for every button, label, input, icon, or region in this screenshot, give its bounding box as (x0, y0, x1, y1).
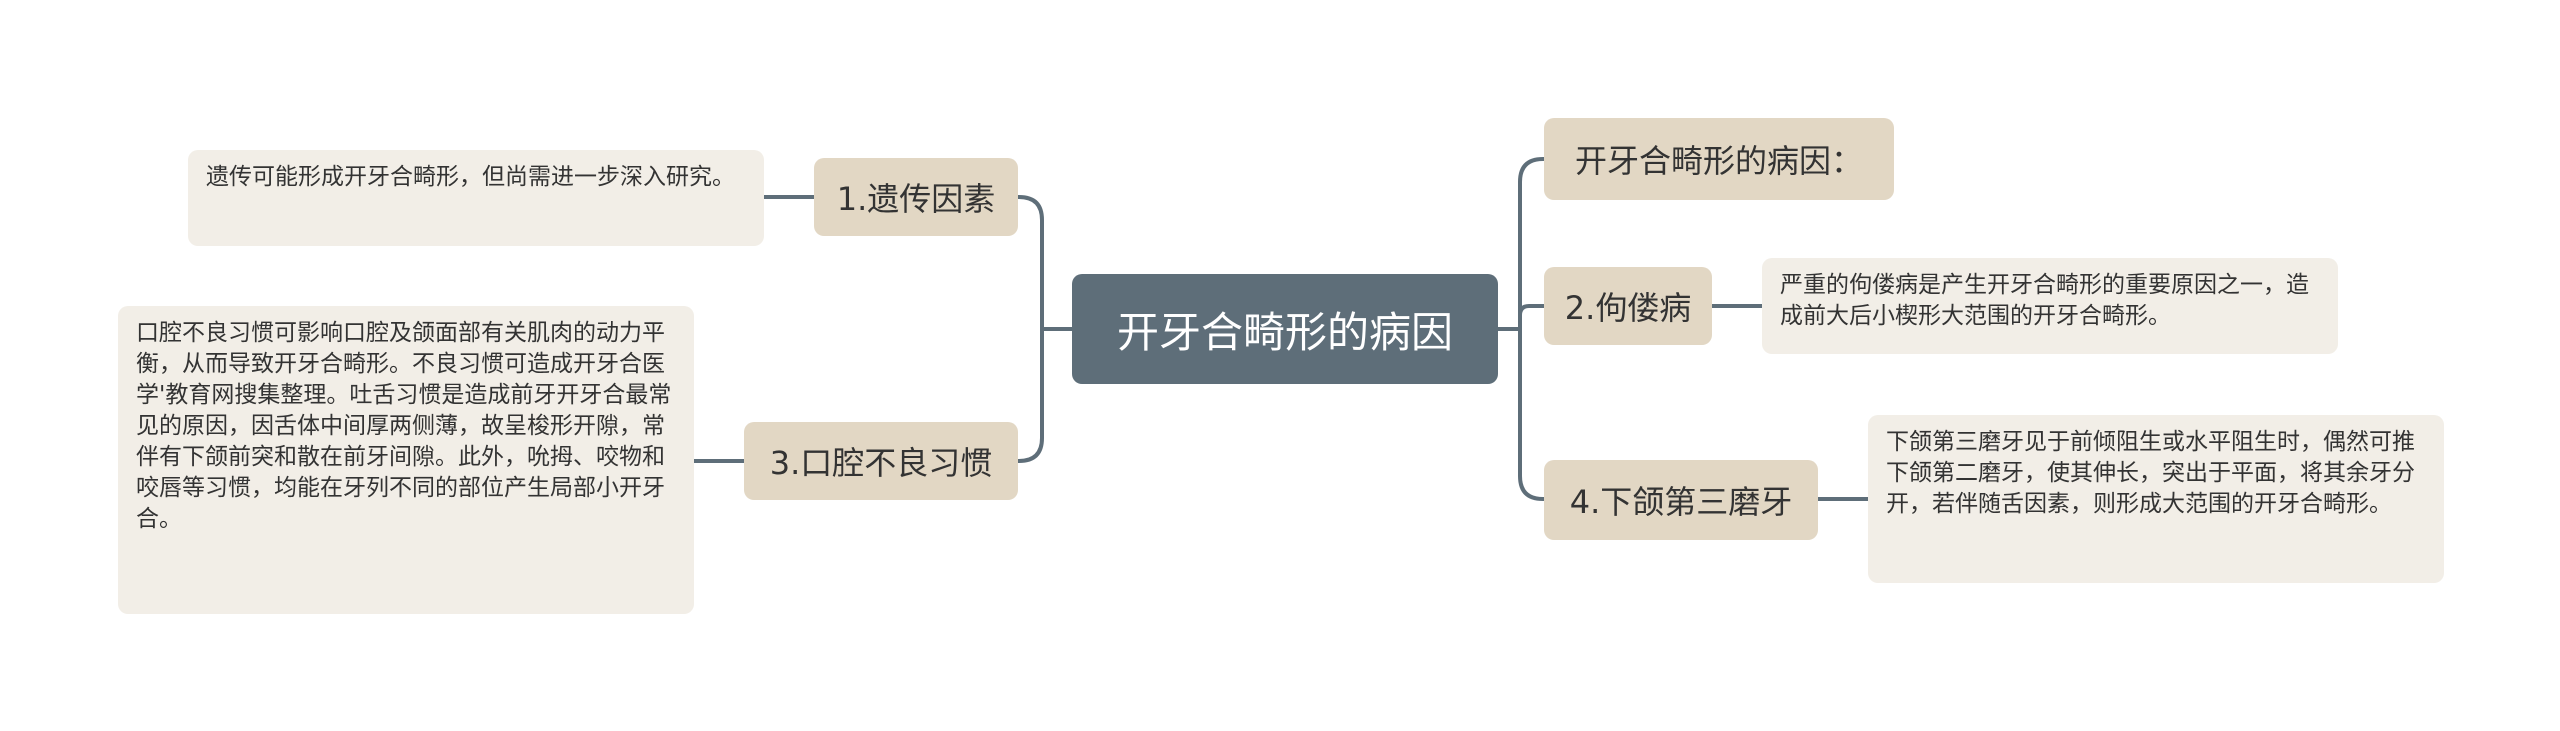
branch-third-molar[interactable]: 4.下颌第三磨牙 (1544, 460, 1818, 540)
branch-oral-habit[interactable]: 3.口腔不良习惯 (744, 422, 1018, 500)
branch-rickets[interactable]: 2.佝偻病 (1544, 267, 1712, 345)
connector-root-to-rickets (1496, 304, 1546, 331)
detail-heredity[interactable]: 遗传可能形成开牙合畸形，但尚需进一步深入研究。 (188, 150, 764, 246)
root-topic[interactable]: 开牙合畸形的病因 (1072, 274, 1498, 384)
detail-third-molar[interactable]: 下颌第三磨牙见于前倾阻生或水平阻生时，偶然可推下颌第二磨牙，使其伸长，突出于平面… (1868, 415, 2444, 583)
branch-title[interactable]: 开牙合畸形的病因： (1544, 118, 1894, 200)
branch-heredity[interactable]: 1.遗传因素 (814, 158, 1018, 236)
connector-root-to-molar (1496, 327, 1546, 501)
detail-oral-habit[interactable]: 口腔不良习惯可影响口腔及颌面部有关肌肉的动力平衡，从而导致开牙合畸形。不良习惯可… (118, 306, 694, 614)
connector-root-to-title (1496, 157, 1546, 331)
connector-root-to-heredity (1014, 195, 1074, 331)
detail-rickets[interactable]: 严重的佝偻病是产生开牙合畸形的重要原因之一，造成前大后小楔形大范围的开牙合畸形。 (1762, 258, 2338, 354)
connector-root-to-habit (1014, 327, 1074, 463)
